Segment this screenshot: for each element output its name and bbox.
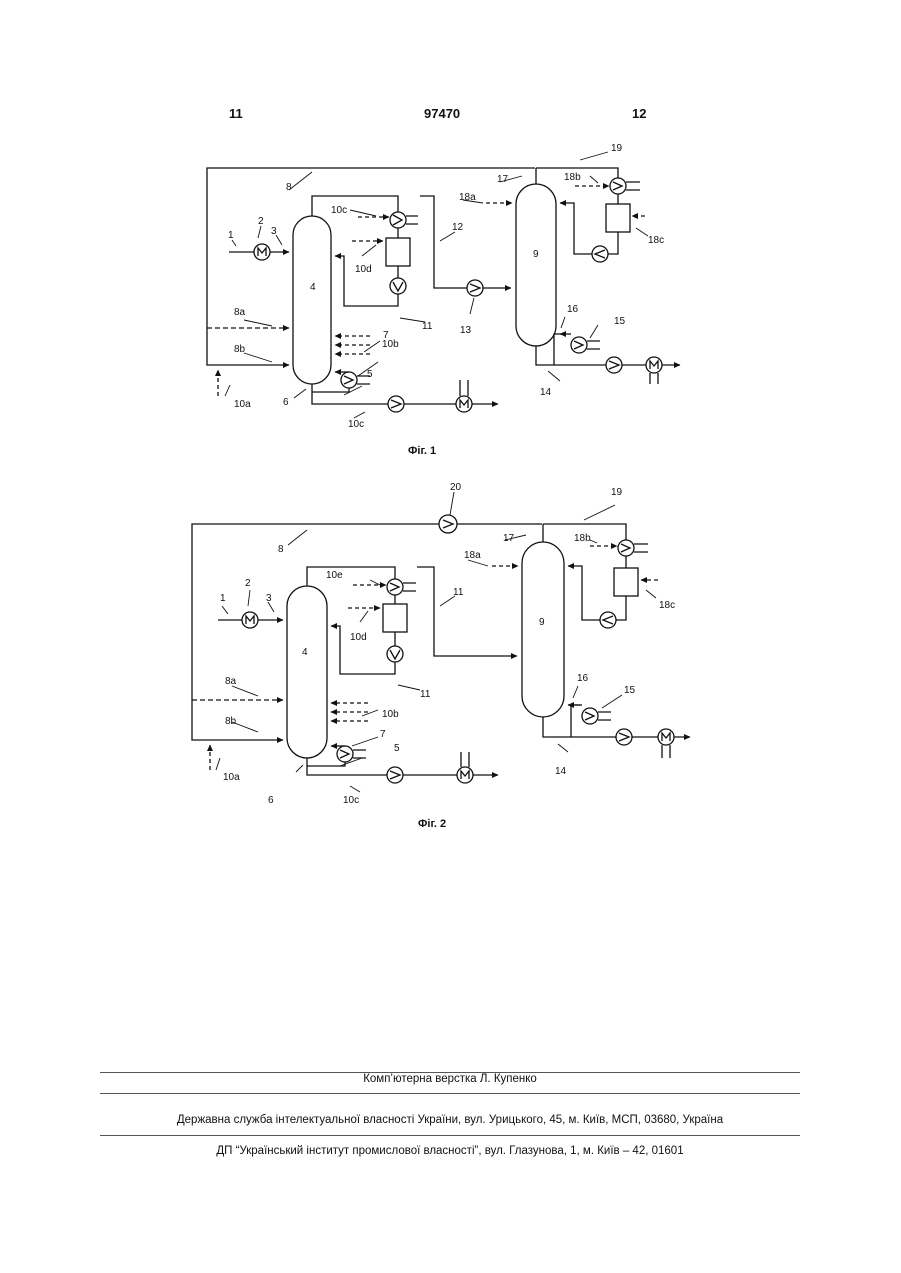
fig2-label-18c: 18c — [659, 600, 675, 611]
fig2-label-9: 9 — [539, 617, 545, 628]
footer-institute-line: ДП “Український інститут промислової вла… — [100, 1145, 800, 1157]
fig1-label-2: 2 — [258, 216, 264, 227]
fig2-label-8: 8 — [278, 544, 284, 555]
fig2-label-3: 3 — [266, 593, 272, 604]
footer-rule-2 — [100, 1093, 800, 1094]
distillation-column-9-fig2 — [522, 542, 564, 717]
fig2-label-10a: 10a — [223, 772, 240, 783]
fig2-label-14: 14 — [555, 766, 567, 777]
fig2-label-8b: 8b — [225, 716, 237, 727]
fig2-label-20: 20 — [450, 482, 462, 493]
figure-2-diagram — [192, 492, 690, 792]
fig1-label-14: 14 — [540, 387, 552, 398]
fig1-label-18c: 18c — [648, 235, 664, 246]
fig1-label-10c-top: 10c — [331, 205, 347, 216]
fig2-label-15: 15 — [624, 685, 636, 696]
fig2-label-2: 2 — [245, 578, 251, 589]
fig2-label-7: 7 — [380, 729, 386, 740]
footer-office-line: Державна служба інтелектуальної власност… — [100, 1114, 800, 1126]
vessel-fig1-top-9 — [606, 204, 630, 232]
fig1-label-15: 15 — [614, 316, 626, 327]
vessel-fig2-top-9 — [614, 568, 638, 596]
fig1-label-6: 6 — [283, 397, 289, 408]
fig2-label-6: 6 — [268, 795, 274, 806]
fig1-label-19: 19 — [611, 143, 623, 154]
fig1-label-13: 13 — [460, 325, 472, 336]
heat-exchanger-10c-top — [390, 212, 406, 228]
vessel-10d-fig2 — [383, 604, 407, 632]
fig1-label-4: 4 — [310, 282, 316, 293]
fig1-label-8: 8 — [286, 182, 292, 193]
fig2-label-1: 1 — [220, 593, 226, 604]
fig1-label-17: 17 — [497, 174, 509, 185]
fig1-label-9: 9 — [533, 249, 539, 260]
figure-1-caption: Фіг. 1 — [408, 445, 436, 457]
fig1-label-10b: 10b — [382, 339, 399, 350]
fig2-label-10d: 10d — [350, 632, 367, 643]
fig2-label-19: 19 — [611, 487, 623, 498]
vessel-10d — [386, 238, 410, 266]
distillation-column-4-fig2 — [287, 586, 327, 758]
fig1-label-5: 5 — [367, 369, 373, 380]
fig1-label-12: 12 — [452, 222, 464, 233]
distillation-column-4 — [293, 216, 331, 384]
fig2-label-12: 11 — [453, 587, 464, 598]
fig2-label-10e: 10e — [326, 570, 343, 581]
fig2-label-10b: 10b — [382, 709, 399, 720]
fig2-label-17: 17 — [503, 533, 515, 544]
fig1-label-18a: 18a — [459, 192, 476, 203]
distillation-column-9 — [516, 184, 556, 346]
footer-rule-3 — [100, 1135, 800, 1136]
fig2-label-18a: 18a — [464, 550, 481, 561]
fig2-label-10c: 10c — [343, 795, 359, 806]
figure-2-caption: Фіг. 2 — [418, 818, 446, 830]
fig2-label-18b: 18b — [574, 533, 591, 544]
fig1-label-18b: 18b — [564, 172, 581, 183]
figure-1-diagram — [207, 152, 680, 418]
fig1-label-16: 16 — [567, 304, 579, 315]
fig2-label-8a: 8a — [225, 676, 237, 687]
fig1-label-3: 3 — [271, 226, 277, 237]
fig1-label-1: 1 — [228, 230, 234, 241]
fig2-label-11: 11 — [420, 689, 431, 700]
footer-layout-credit: Комп’ютерна верстка Л. Купенко — [100, 1073, 800, 1085]
fig1-label-8a: 8a — [234, 307, 246, 318]
fig1-label-10c: 10c — [348, 419, 364, 430]
fig2-label-4: 4 — [302, 647, 308, 658]
fig1-label-11: 11 — [422, 321, 433, 332]
fig1-label-8b: 8b — [234, 344, 246, 355]
fig1-label-10a: 10a — [234, 399, 251, 410]
fig1-label-10d: 10d — [355, 264, 372, 275]
fig2-label-5: 5 — [394, 743, 400, 754]
fig2-label-16: 16 — [577, 673, 589, 684]
